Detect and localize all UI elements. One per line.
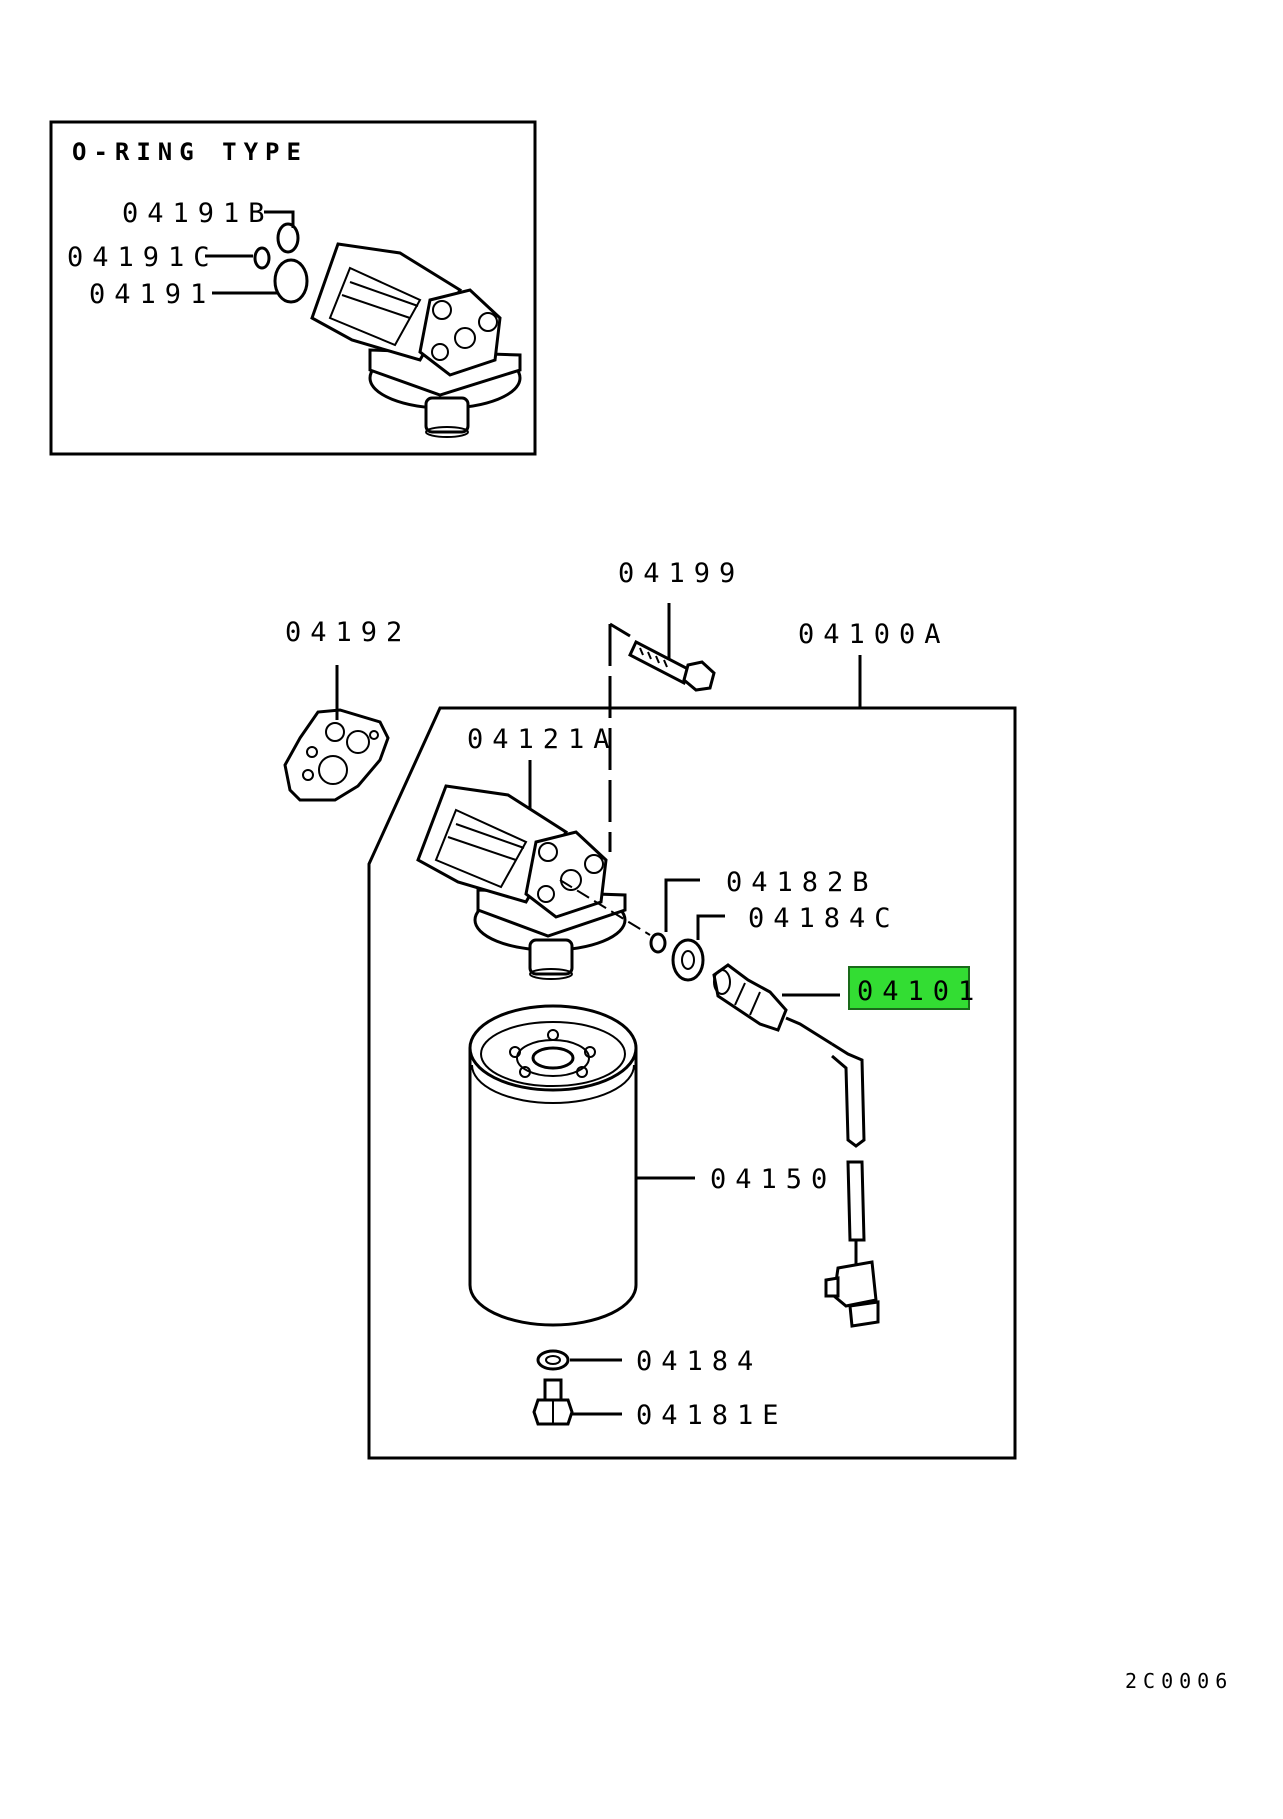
diagram-code: 2C0006: [1125, 1669, 1233, 1693]
o-ring-04182b-shape: [649, 932, 667, 954]
label-04199[interactable]: 04199: [618, 558, 744, 589]
label-04101[interactable]: 04101: [857, 976, 983, 1007]
inset-frame: [49, 120, 537, 456]
label-04100a[interactable]: 04100A: [798, 619, 950, 650]
label-04184[interactable]: 04184: [636, 1346, 762, 1377]
highlight-04101: [848, 966, 970, 1010]
leader-04184c: [696, 914, 725, 940]
label-04191c[interactable]: 04191C: [67, 242, 219, 273]
label-04191[interactable]: 04191: [89, 279, 215, 310]
label-04182b[interactable]: 04182B: [726, 867, 878, 898]
inset-o-ring-type: O-RING TYPE 04191B 04191C 04191: [49, 120, 537, 456]
filter-head-04121a-drawing: [416, 784, 627, 980]
label-04191b[interactable]: 04191B: [122, 198, 274, 229]
inset-title: O-RING TYPE: [72, 138, 308, 166]
filter-cartridge-04150-drawing: [468, 1004, 638, 1327]
drain-plug-04181e-drawing: [532, 1378, 574, 1426]
o-ring-04191-shape: [273, 258, 309, 304]
axis-sender: [559, 879, 651, 936]
label-04192[interactable]: 04192: [285, 617, 411, 648]
bolt-04199-drawing: [628, 639, 716, 692]
leader-04191b: [264, 210, 295, 228]
sender-04101-drawing: [712, 963, 880, 1328]
leader-04182b: [664, 878, 700, 932]
assembly-frame-04100a: [367, 706, 1017, 1460]
label-04181e[interactable]: 04181E: [636, 1400, 788, 1431]
inset-filter-head-drawing: [310, 242, 522, 438]
label-04121a[interactable]: 04121A: [467, 724, 619, 755]
o-ring-04191c-shape: [253, 246, 271, 270]
washer-04184-shape: [536, 1349, 570, 1371]
label-04184c[interactable]: 04184C: [748, 903, 900, 934]
label-04150[interactable]: 04150: [710, 1164, 836, 1195]
washer-04184c-shape: [671, 938, 705, 982]
o-ring-04191b-shape: [276, 222, 300, 254]
gasket-04192-drawing: [283, 708, 390, 802]
leader-bolt-axis-tick: [609, 622, 631, 638]
